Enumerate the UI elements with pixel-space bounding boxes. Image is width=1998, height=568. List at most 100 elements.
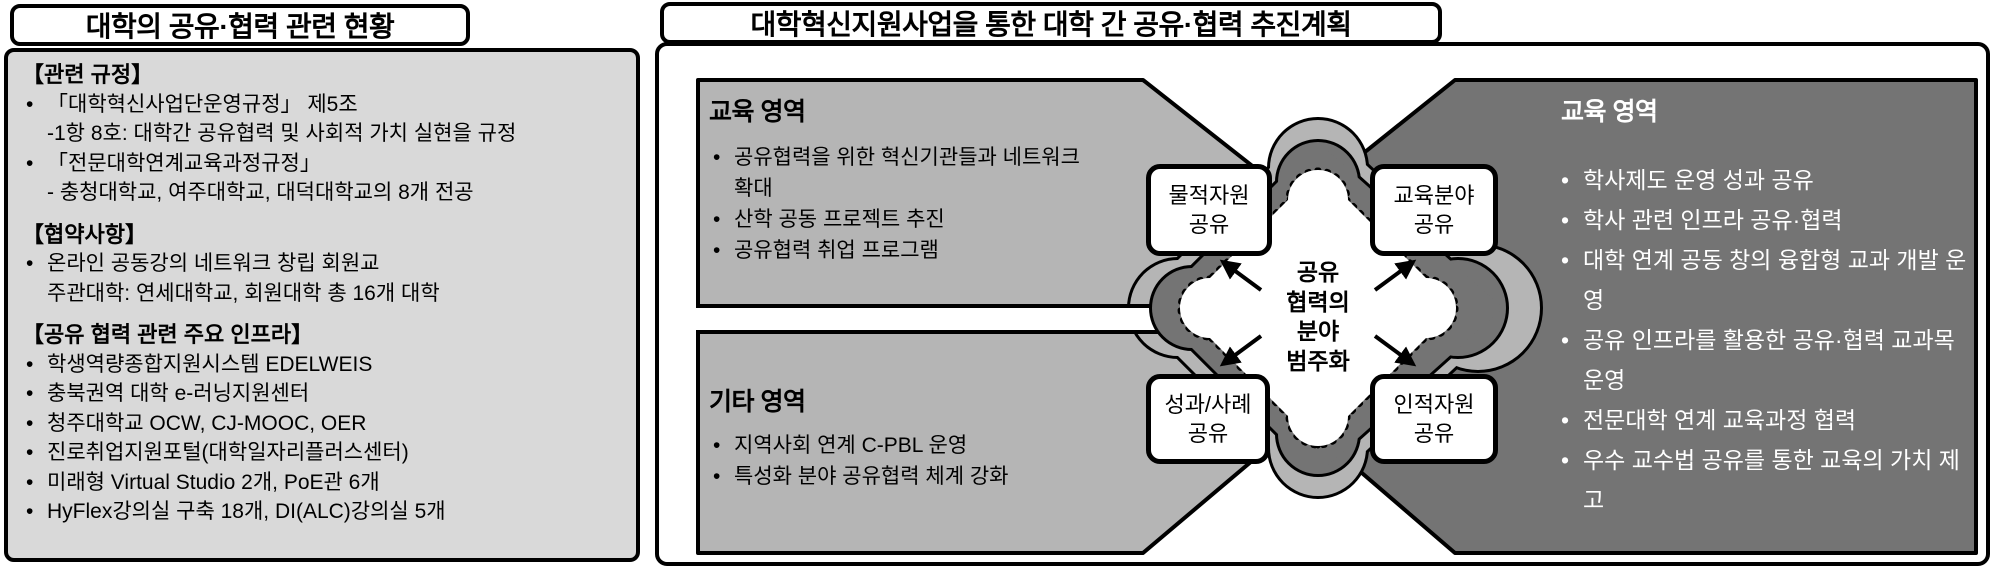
list-item-text: 대학 연계 공동 창의 융합형 교과 개발 운영 [1583,247,1967,313]
right-panel-title: 대학혁신지원사업을 통한 대학 간 공유·협력 추진계획 [660,2,1442,44]
bullet-list: • 학생역량종합지원시스템 EDELWEIS • 충북권역 대학 e-러닝지원센… [22,350,622,527]
list-item: • 「대학혁신사업단운영규정」 제5조 [22,90,622,120]
list-item: • 학생역량종합지원시스템 EDELWEIS [22,350,622,380]
list-item: • 학사 관련 인프라 공유·협력 [1561,200,1969,240]
bullet-icon: • [713,239,721,262]
bullet-icon: • [26,441,34,464]
arrow-top-right-icon [1373,259,1417,292]
arrow-bottom-left-icon [1219,334,1263,367]
bullet-icon: • [26,92,34,116]
list-item-text: 「전문대학연계교육과정규정」 [47,151,321,175]
list-item-text: 온라인 공동강의 네트워크 창립 회원교 [47,252,380,275]
bullet-icon: • [713,208,721,231]
list-item-text: 진로취업지원포털(대학일자리플러스센터) [47,441,409,464]
list-item-text: 지역사회 연계 C-PBL 운영 [734,434,968,457]
share-box-human-resources: 인적자원 공유 [1370,374,1498,464]
list-item-text: 산학 공동 프로젝트 추진 [734,208,945,231]
share-box-line: 물적자원 [1168,183,1250,208]
list-item: • 공유협력을 위한 혁신기관들과 네트워크 확대 [709,142,1081,204]
arrow-bottom-right-icon [1373,334,1417,367]
list-item: -1항 8호: 대학간 공유협력 및 사회적 가치 실현을 규정 [22,119,622,149]
section-heading: 【공유 협력 관련 주요 인프라】 [22,322,314,347]
bullet-list: • 공유협력을 위한 혁신기관들과 네트워크 확대 • 산학 공동 프로젝트 추… [709,142,1081,266]
list-item: • 산학 공동 프로젝트 추진 [709,204,1081,235]
list-item-text: 「대학혁신사업단운영규정」 제5조 [47,92,358,116]
list-item: • 청주대학교 OCW, CJ-MOOC, OER [22,409,622,439]
center-label-line: 범주화 [1286,347,1350,374]
list-item: • 전문대학 연계 교육과정 협력 [1561,400,1969,440]
list-item-text: -1항 8호: 대학간 공유협력 및 사회적 가치 실현을 규정 [47,122,517,145]
bullet-icon: • [1561,247,1570,273]
bullet-icon: • [713,434,721,457]
bullet-icon: • [26,151,34,175]
left-section-infrastructure: 【공유 협력 관련 주요 인프라】 • 학생역량종합지원시스템 EDELWEIS… [22,320,622,527]
section-heading: 교육 영역 [1561,98,1658,126]
list-item: 주관대학: 연세대학교, 회원대학 총 16개 대학 [22,279,622,309]
list-item: • 우수 교수법 공유를 통한 교육의 가치 제고 [1561,440,1969,520]
section-etc-left: 기타 영역 • 지역사회 연계 C-PBL 운영 • 특성화 분야 공유협력 체… [709,382,1109,492]
section-heading: 교육 영역 [709,98,806,126]
list-item: • 「전문대학연계교육과정규정」 [22,149,622,179]
bullet-icon: • [26,352,34,376]
bullet-icon: • [26,252,34,275]
section-heading: 【관련 규정】 [22,62,154,87]
list-item: • 진로취업지원포털(대학일자리플러스센터) [22,438,622,468]
share-box-line: 공유 [1413,421,1455,446]
center-label-line: 협력의 [1286,288,1350,315]
left-section-regulations: 【관련 규정】 • 「대학혁신사업단운영규정」 제5조 -1항 8호: 대학간 … [22,60,622,208]
share-box-line: 교육분야 [1393,183,1475,208]
bullet-icon: • [713,465,721,488]
list-item: • 학사제도 운영 성과 공유 [1561,160,1969,200]
bullet-icon: • [1561,407,1570,433]
list-item-text: 학생역량종합지원시스템 EDELWEIS [47,352,373,376]
share-box-education-field: 교육분야 공유 [1370,164,1498,256]
share-box-line: 공유 [1413,212,1455,237]
bullet-icon: • [26,382,34,405]
bullet-icon: • [1561,167,1570,193]
bullet-icon: • [26,411,34,435]
section-education-right: 교육 영역 • 학사제도 운영 성과 공유 • 학사 관련 인프라 공유·협력 [1561,92,1969,520]
list-item-text: 공유 인프라를 활용한 공유·협력 교과목 운영 [1583,327,1955,393]
bullet-list: • 학사제도 운영 성과 공유 • 학사 관련 인프라 공유·협력 • 대학 연… [1561,160,1969,520]
left-section-agreements: 【협약사항】 • 온라인 공동강의 네트워크 창립 회원교 주관대학: 연세대학… [22,220,622,309]
list-item: • 공유협력 취업 프로그램 [709,235,1081,266]
bullet-icon: • [26,500,34,523]
list-item: • 대학 연계 공동 창의 융합형 교과 개발 운영 [1561,240,1969,320]
bullet-icon: • [713,146,721,169]
list-item: • 충북권역 대학 e-러닝지원센터 [22,379,622,409]
right-panel-body: 교육 영역 • 공유협력을 위한 혁신기관들과 네트워크 확대 • 산학 공동 … [655,42,1990,566]
list-item-text: 학사제도 운영 성과 공유 [1583,167,1814,193]
share-box-line: 공유 [1188,212,1230,237]
center-label-line: 공유 [1296,259,1340,285]
list-item-text: 공유협력을 위한 혁신기관들과 네트워크 확대 [734,146,1080,200]
share-box-line: 인적자원 [1393,392,1475,417]
list-item: - 충청대학교, 여주대학교, 대덕대학교의 8개 전공 [22,178,622,208]
arrow-top-left-icon [1219,259,1263,292]
list-item-text: 우수 교수법 공유를 통한 교육의 가치 제고 [1583,447,1960,513]
bullet-icon: • [1561,207,1570,233]
share-box-line: 공유 [1187,421,1229,446]
list-item-text: 주관대학: 연세대학교, 회원대학 총 16개 대학 [47,281,440,305]
list-item-text: 공유협력 취업 프로그램 [734,239,939,262]
share-box-results-cases: 성과/사례 공유 [1146,374,1270,464]
list-item-text: 특성화 분야 공유협력 체계 강화 [734,465,1009,488]
bullet-list: • 「대학혁신사업단운영규정」 제5조 -1항 8호: 대학간 공유협력 및 사… [22,90,622,208]
list-item: • 온라인 공동강의 네트워크 창립 회원교 [22,249,622,279]
bullet-icon: • [26,470,34,494]
list-item-text: - 충청대학교, 여주대학교, 대덕대학교의 8개 전공 [47,181,474,204]
list-item: • 미래형 Virtual Studio 2개, PoE관 6개 [22,468,622,498]
share-box-physical-resources: 물적자원 공유 [1146,164,1272,256]
bullet-list: • 온라인 공동강의 네트워크 창립 회원교 주관대학: 연세대학교, 회원대학… [22,249,622,308]
section-heading: 【협약사항】 [22,221,147,247]
list-item-text: 전문대학 연계 교육과정 협력 [1583,407,1857,433]
list-item: • HyFlex강의실 구축 18개, DI(ALC)강의실 5개 [22,497,622,527]
section-education-left: 교육 영역 • 공유협력을 위한 혁신기관들과 네트워크 확대 • 산학 공동 … [709,92,1081,266]
list-item: • 특성화 분야 공유협력 체계 강화 [709,461,1109,492]
list-item-text: 충북권역 대학 e-러닝지원센터 [47,382,310,405]
center-label-line: 분야 [1296,318,1340,344]
list-item-text: 청주대학교 OCW, CJ-MOOC, OER [47,411,367,435]
list-item-text: 학사 관련 인프라 공유·협력 [1583,207,1843,233]
center-diamond-label: 공유 협력의 분야 범주화 [1248,258,1388,376]
left-shapes-gap [694,304,1170,334]
